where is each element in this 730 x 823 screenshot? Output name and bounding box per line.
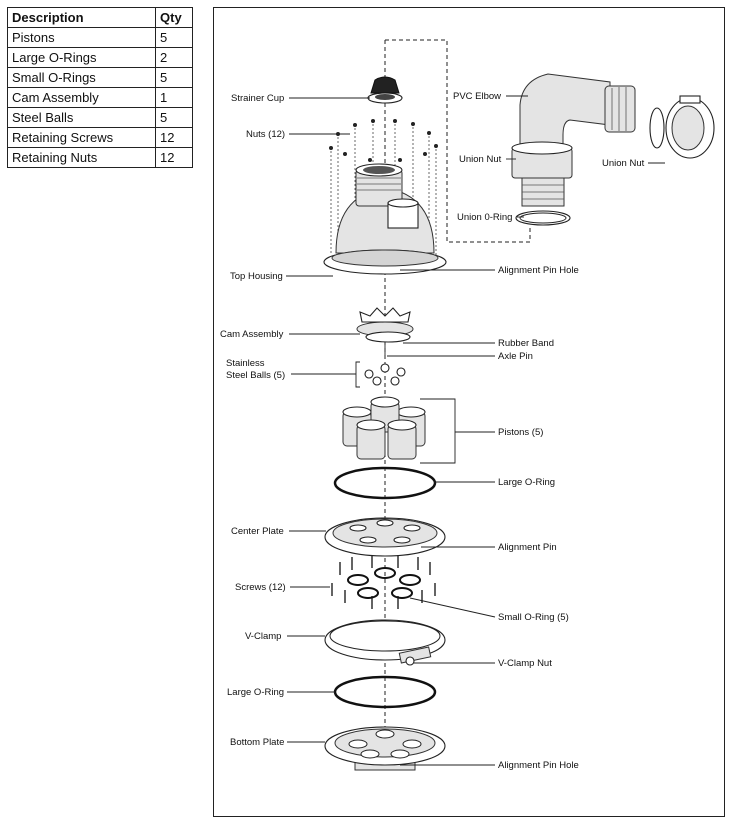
exploded-diagram-frame xyxy=(213,7,725,817)
top-housing xyxy=(323,163,447,275)
label-alignment-pin-hole-top: Alignment Pin Hole xyxy=(498,265,579,276)
label-steel-balls-line1: Stainless xyxy=(226,358,265,369)
label-strainer-cup: Strainer Cup xyxy=(231,93,284,104)
label-v-clamp: V-Clamp xyxy=(245,631,281,642)
label-axle-pin: Axle Pin xyxy=(498,351,533,362)
part-description: Retaining Screws xyxy=(7,127,156,148)
union-oring xyxy=(515,210,571,226)
label-union-nut-right: Union Nut xyxy=(602,158,645,169)
label-small-oring: Small O-Ring (5) xyxy=(498,612,569,623)
label-top-housing: Top Housing xyxy=(230,271,283,282)
bottom-plate xyxy=(324,726,446,771)
label-large-oring-upper: Large O-Ring xyxy=(498,477,555,488)
cam-assembly xyxy=(356,307,414,356)
label-alignment-pin: Alignment Pin xyxy=(498,542,557,553)
pistons-bracket xyxy=(420,398,456,464)
label-rubber-band: Rubber Band xyxy=(498,338,554,349)
part-qty: 12 xyxy=(155,127,193,148)
v-clamp xyxy=(324,619,446,666)
large-oring-upper xyxy=(333,466,437,500)
union-oring-inner xyxy=(519,212,567,224)
label-nuts: Nuts (12) xyxy=(246,129,285,140)
retaining-screws xyxy=(331,555,436,609)
small-orings xyxy=(347,567,421,599)
label-union-oring: Union 0-Ring xyxy=(457,212,512,223)
label-screws: Screws (12) xyxy=(235,582,286,593)
label-steel-balls-line2: Steel Balls (5) xyxy=(226,370,285,381)
parts-table-header-row: Description Qty xyxy=(7,7,193,28)
union-nut-right xyxy=(649,95,715,159)
label-union-nut-left: Union Nut xyxy=(459,154,502,165)
strainer-cup xyxy=(367,76,403,104)
steel-balls-bracket xyxy=(355,361,360,388)
part-description: Cam Assembly xyxy=(7,87,156,108)
pistons xyxy=(342,396,426,460)
stainless-steel-balls xyxy=(364,363,406,386)
part-description: Retaining Nuts xyxy=(7,147,156,168)
part-description: Steel Balls xyxy=(7,107,156,128)
retaining-nuts xyxy=(329,119,438,162)
label-v-clamp-nut: V-Clamp Nut xyxy=(498,658,552,669)
label-pistons: Pistons (5) xyxy=(498,427,543,438)
center-plate xyxy=(324,517,446,557)
label-large-oring-lower: Large O-Ring xyxy=(227,687,284,698)
label-center-plate: Center Plate xyxy=(231,526,284,537)
label-bottom-plate: Bottom Plate xyxy=(230,737,284,748)
leader-lines xyxy=(286,95,665,766)
union-nut-left xyxy=(511,141,573,207)
label-alignment-pin-hole-bottom: Alignment Pin Hole xyxy=(498,760,579,771)
pvc-elbow xyxy=(519,73,636,151)
part-qty: 12 xyxy=(155,147,193,168)
label-cam-assembly: Cam Assembly xyxy=(220,329,284,340)
elbow-connector-line xyxy=(385,39,531,243)
label-pvc-elbow: PVC Elbow xyxy=(453,91,501,102)
